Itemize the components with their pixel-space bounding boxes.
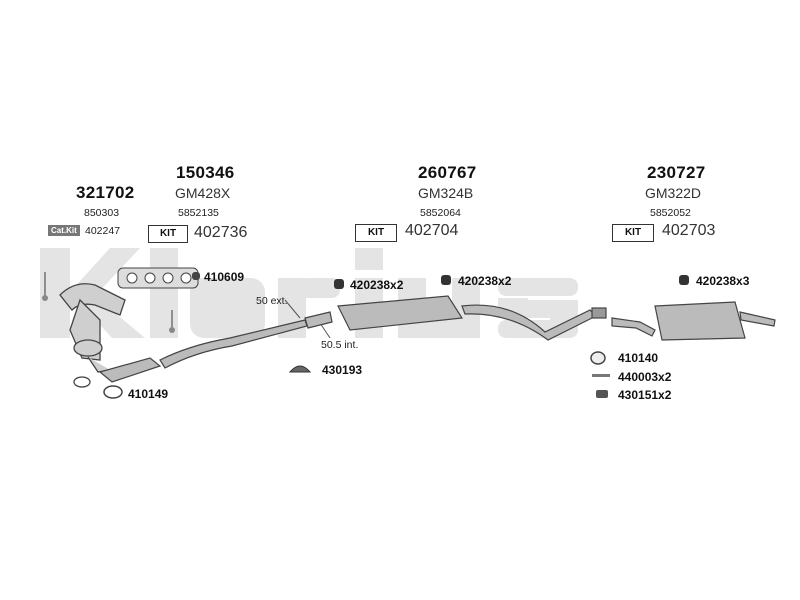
front-pipe xyxy=(98,319,308,383)
kit-number-402736: 402736 xyxy=(194,224,248,241)
part-410149: 410149 xyxy=(128,387,169,401)
note-ext: 50 ext. xyxy=(256,295,288,307)
part-430151x2: 430151x2 xyxy=(618,388,672,402)
part-440003x2: 440003x2 xyxy=(618,370,672,384)
kit-badge-2: KIT xyxy=(355,224,397,242)
kit-number-402703: 402703 xyxy=(662,222,716,239)
part-number-230727: 230727 xyxy=(647,163,706,182)
manifold-gasket xyxy=(117,267,199,289)
model-gm428x: GM428X xyxy=(175,185,231,201)
part-sub-850303: 850303 xyxy=(84,207,120,219)
kit-badge-1: KIT xyxy=(148,225,188,243)
note-int: 50.5 int. xyxy=(321,339,359,351)
kit-number-402704: 402704 xyxy=(405,222,459,239)
mount-icon-3 xyxy=(679,275,689,285)
middle-silencer xyxy=(304,295,607,341)
model-gm324b: GM324B xyxy=(418,185,474,201)
sealing-ring xyxy=(103,385,123,399)
part-430193: 430193 xyxy=(322,363,363,377)
part-410609: 410609 xyxy=(204,270,245,284)
part-sub-5852064: 5852064 xyxy=(420,207,461,219)
cat-kit-badge: Cat.Kit xyxy=(48,225,80,236)
cat-kit-number: 402247 xyxy=(85,225,121,237)
part-420238x2-b: 420238x2 xyxy=(458,274,512,288)
part-number-150346: 150346 xyxy=(176,163,235,182)
part-number-260767: 260767 xyxy=(418,163,477,182)
kit-badge-3: KIT xyxy=(612,224,654,242)
model-gm322d: GM322D xyxy=(645,185,702,201)
part-number-321702: 321702 xyxy=(76,183,135,202)
mount-icon-2 xyxy=(441,275,451,285)
part-sub-5852052: 5852052 xyxy=(650,207,691,219)
mount-icon-1 xyxy=(334,279,344,289)
catalytic-manifold xyxy=(59,283,126,373)
gasket-icon xyxy=(192,272,200,280)
part-410140: 410140 xyxy=(618,351,659,365)
part-sub-5852135: 5852135 xyxy=(178,207,219,219)
part-420238x2-a: 420238x2 xyxy=(350,278,404,292)
rear-silencer xyxy=(611,301,776,341)
part-420238x3: 420238x3 xyxy=(696,274,750,288)
